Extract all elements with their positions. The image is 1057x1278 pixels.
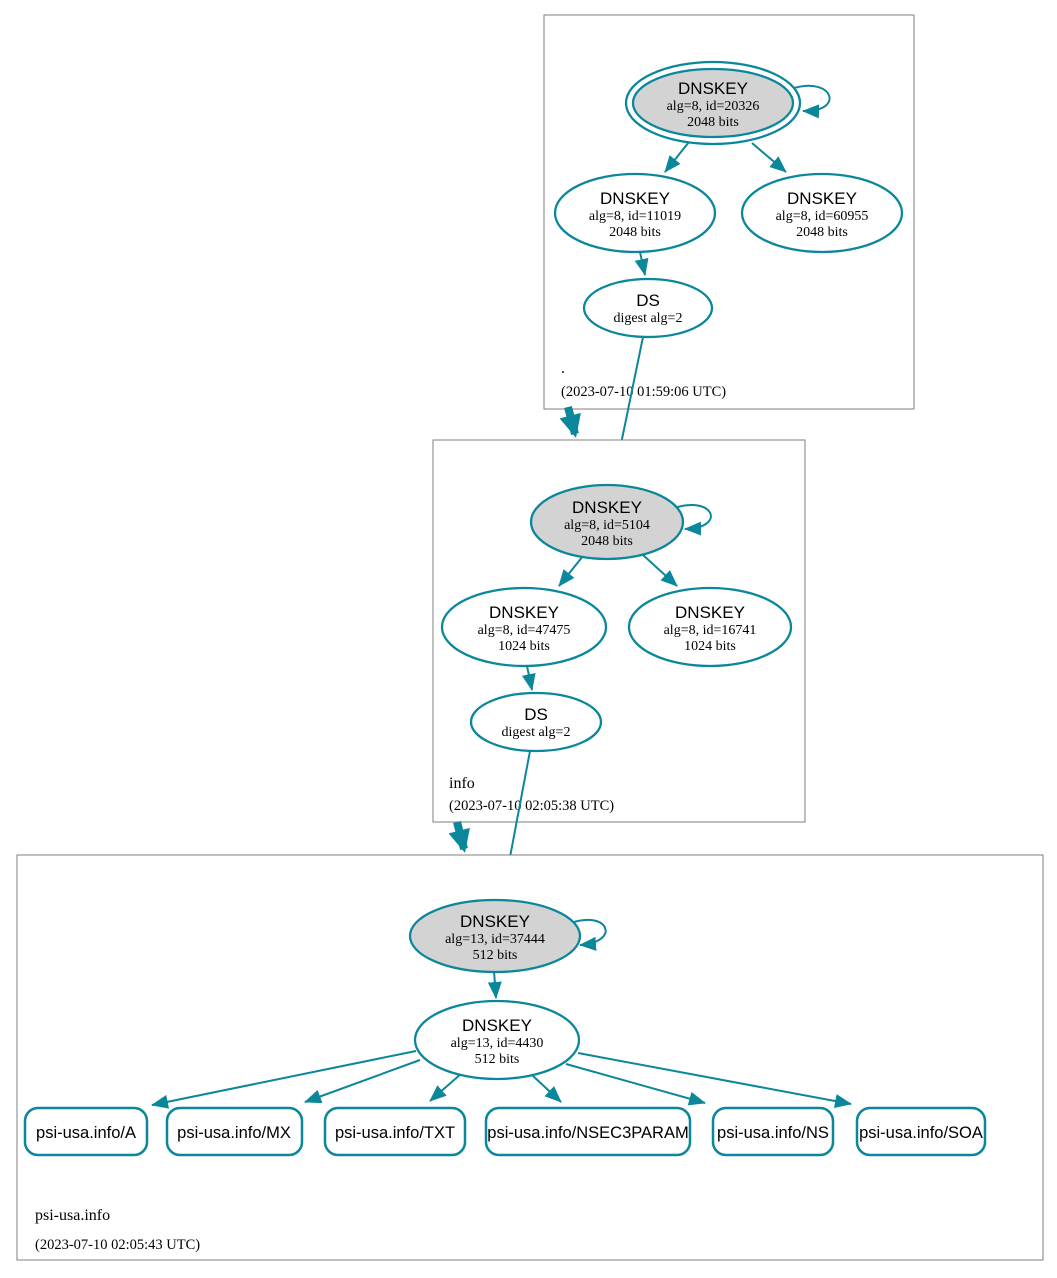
dnskey-node-psi-zsk-4430[interactable]: DNSKEY alg=13, id=4430 512 bits	[413, 999, 581, 1081]
rrsig-edge-info-ksk-zsk1	[558, 555, 584, 587]
ds-title: DS	[636, 291, 660, 310]
rrset-node-nsec3param[interactable]: psi-usa.info/NSEC3PARAM	[484, 1106, 692, 1157]
rrsig-edge-root-ksk-zsk2	[751, 142, 787, 173]
dnskey-ellipse	[413, 999, 581, 1081]
zone-label-root: .	[561, 360, 565, 377]
rrset-rect	[711, 1106, 835, 1157]
zone-timestamp-info: (2023-07-10 02:05:38 UTC)	[449, 798, 614, 814]
dnskey-node-root-zsk-60955[interactable]: DNSKEY alg=8, id=60955 2048 bits	[740, 172, 904, 254]
dnskey-detail: alg=13, id=37444	[445, 932, 545, 947]
zone-root: DNSKEY alg=8, id=20326 2048 bits DNSKEY …	[543, 14, 915, 410]
dnskey-title: DNSKEY	[787, 189, 857, 208]
dnskey-node-info-zsk-16741[interactable]: DNSKEY alg=8, id=16741 1024 bits	[627, 586, 793, 668]
rrset-rect	[23, 1106, 149, 1157]
self-sign-loop-root-ksk	[790, 84, 831, 119]
dnskey-bits: 512 bits	[475, 1052, 520, 1067]
dnskey-detail: alg=8, id=47475	[478, 623, 571, 638]
dnskey-ellipse	[740, 172, 904, 254]
self-sign-loop-info-ksk	[673, 504, 712, 536]
zone-timestamp-root: (2023-07-10 01:59:06 UTC)	[561, 384, 726, 400]
dnskey-bits: 512 bits	[473, 948, 518, 963]
rrset-label: psi-usa.info/MX	[177, 1124, 291, 1142]
rrsig-edge-zsk-mx	[304, 1059, 421, 1104]
dnskey-title: DNSKEY	[675, 603, 745, 622]
dnskey-node-root-zsk-11019[interactable]: DNSKEY alg=8, id=11019 2048 bits	[553, 172, 717, 254]
dnskey-detail: alg=8, id=16741	[664, 623, 757, 638]
zone-label-info: info	[449, 775, 475, 792]
delegation-arrow-root-to-info	[559, 405, 581, 438]
dnskey-node-info-ksk-5104[interactable]: DNSKEY alg=8, id=5104 2048 bits	[529, 483, 685, 561]
dnskey-ellipse	[529, 483, 685, 561]
ds-detail: digest alg=2	[502, 725, 571, 740]
zone-info: DNSKEY alg=8, id=5104 2048 bits DNSKEY a…	[432, 439, 806, 823]
dnskey-detail: alg=8, id=20326	[667, 99, 760, 114]
dnskey-title: DNSKEY	[678, 79, 748, 98]
dnskey-node-psi-ksk-37444[interactable]: DNSKEY alg=13, id=37444 512 bits	[408, 898, 582, 974]
zone-timestamp-psi-usa-info: (2023-07-10 02:05:43 UTC)	[35, 1237, 200, 1253]
rrset-node-mx[interactable]: psi-usa.info/MX	[165, 1106, 304, 1157]
rrsig-edge-zsk-a	[151, 1050, 417, 1109]
dnskey-node-root-ksk-20326[interactable]: DNSKEY alg=8, id=20326 2048 bits	[624, 60, 802, 146]
ds-ellipse	[469, 691, 603, 753]
rrset-label: psi-usa.info/A	[36, 1124, 136, 1142]
rrset-rect	[855, 1106, 987, 1157]
dnskey-title: DNSKEY	[572, 498, 642, 517]
rrset-node-a[interactable]: psi-usa.info/A	[23, 1106, 149, 1157]
dnskey-detail: alg=8, id=60955	[776, 209, 869, 224]
rrsig-edge-psi-ksk-zsk	[487, 970, 502, 999]
self-sign-loop-psi-ksk	[570, 918, 607, 951]
rrsig-edge-zsk-txt	[429, 1072, 463, 1102]
dnskey-title: DNSKEY	[462, 1016, 532, 1035]
dnskey-bits: 2048 bits	[687, 115, 739, 130]
ds-node-root[interactable]: DS digest alg=2	[582, 277, 714, 339]
rrsig-edge-zsk-nsec3param	[531, 1074, 562, 1103]
rrset-label: psi-usa.info/SOA	[859, 1124, 983, 1142]
rrset-rect	[165, 1106, 304, 1157]
edge-root-zsk1-ds	[634, 251, 649, 276]
ds-ellipse	[582, 277, 714, 339]
dnskey-bits: 1024 bits	[684, 639, 736, 654]
rrsig-edge-info-ksk-zsk2	[642, 554, 678, 587]
dnskey-title: DNSKEY	[600, 189, 670, 208]
rrset-node-ns[interactable]: psi-usa.info/NS	[711, 1106, 835, 1157]
dnskey-node-info-zsk-47475[interactable]: DNSKEY alg=8, id=47475 1024 bits	[440, 586, 608, 668]
dnskey-ellipse	[408, 898, 582, 974]
dnskey-ellipse	[553, 172, 717, 254]
rrset-label: psi-usa.info/NS	[717, 1124, 829, 1142]
dnskey-bits: 1024 bits	[498, 639, 550, 654]
rrset-rect	[484, 1106, 692, 1157]
rrset-label: psi-usa.info/NSEC3PARAM	[487, 1124, 688, 1142]
dnskey-detail: alg=8, id=5104	[564, 518, 650, 533]
zone-psi-usa-info: DNSKEY alg=13, id=37444 512 bits DNSKEY …	[16, 854, 1044, 1261]
ds-node-info[interactable]: DS digest alg=2	[469, 691, 603, 753]
dnskey-bits: 2048 bits	[581, 534, 633, 549]
ds-title: DS	[524, 705, 548, 724]
rrset-node-txt[interactable]: psi-usa.info/TXT	[323, 1106, 467, 1157]
dnskey-detail: alg=13, id=4430	[451, 1036, 544, 1051]
dnskey-title: DNSKEY	[460, 912, 530, 931]
dnskey-ellipse	[440, 586, 608, 668]
rrset-node-soa[interactable]: psi-usa.info/SOA	[855, 1106, 987, 1157]
rrset-rect	[323, 1106, 467, 1157]
dnskey-title: DNSKEY	[489, 603, 559, 622]
rrset-label: psi-usa.info/TXT	[335, 1124, 455, 1142]
dnskey-detail: alg=8, id=11019	[589, 209, 681, 224]
edge-info-zsk1-ds	[521, 665, 536, 691]
dnskey-inner-ellipse	[631, 67, 795, 139]
dnskey-bits: 2048 bits	[609, 225, 661, 240]
rrsig-edge-root-ksk-zsk1	[664, 141, 690, 173]
zone-label-psi-usa-info: psi-usa.info	[35, 1207, 110, 1224]
rrsig-edge-zsk-ns	[565, 1063, 706, 1106]
ds-detail: digest alg=2	[614, 311, 683, 326]
delegation-arrow-info-to-psi	[448, 820, 470, 853]
rrsig-edge-zsk-soa	[577, 1052, 852, 1108]
dnskey-ellipse	[627, 586, 793, 668]
dnskey-bits: 2048 bits	[796, 225, 848, 240]
